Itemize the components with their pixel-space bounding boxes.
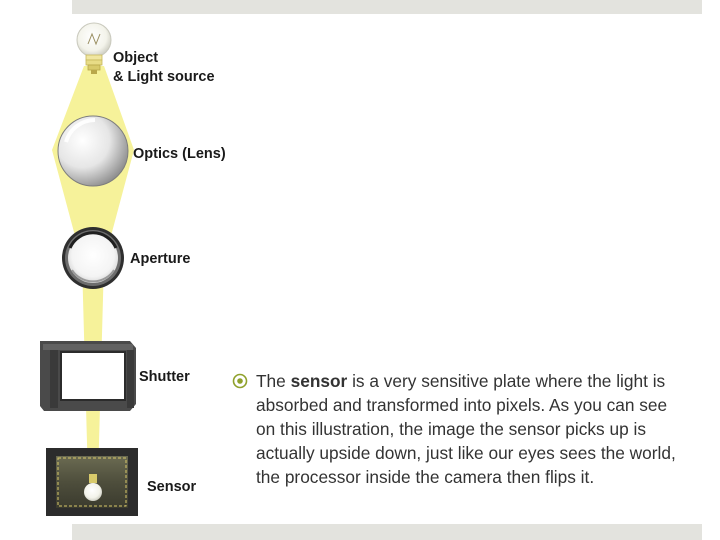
bottom-decorative-bar [72, 524, 702, 540]
light-bulb-icon [76, 22, 112, 74]
sensor-icon [46, 448, 138, 516]
shutter-icon [40, 341, 136, 411]
bullet-text-prefix: The [256, 371, 291, 391]
label-object-line2: & Light source [113, 69, 215, 85]
top-decorative-bar [72, 0, 702, 14]
label-optics: Optics (Lens) [133, 146, 226, 162]
lens-icon [57, 115, 129, 187]
label-sensor: Sensor [147, 479, 197, 495]
bullet-text-emphasis: sensor [290, 371, 348, 391]
aperture-icon [62, 227, 124, 289]
bullet-text: The sensor is a very sensitive plate whe… [256, 369, 686, 489]
label-object-line1: Object [113, 50, 158, 66]
label-shutter: Shutter [139, 369, 190, 385]
label-aperture: Aperture [130, 251, 190, 267]
bullet-text-body: is a very sensitive plate where the ligh… [256, 371, 676, 487]
target-bullet-icon [232, 373, 248, 389]
bullet-point: The sensor is a very sensitive plate whe… [232, 369, 692, 489]
